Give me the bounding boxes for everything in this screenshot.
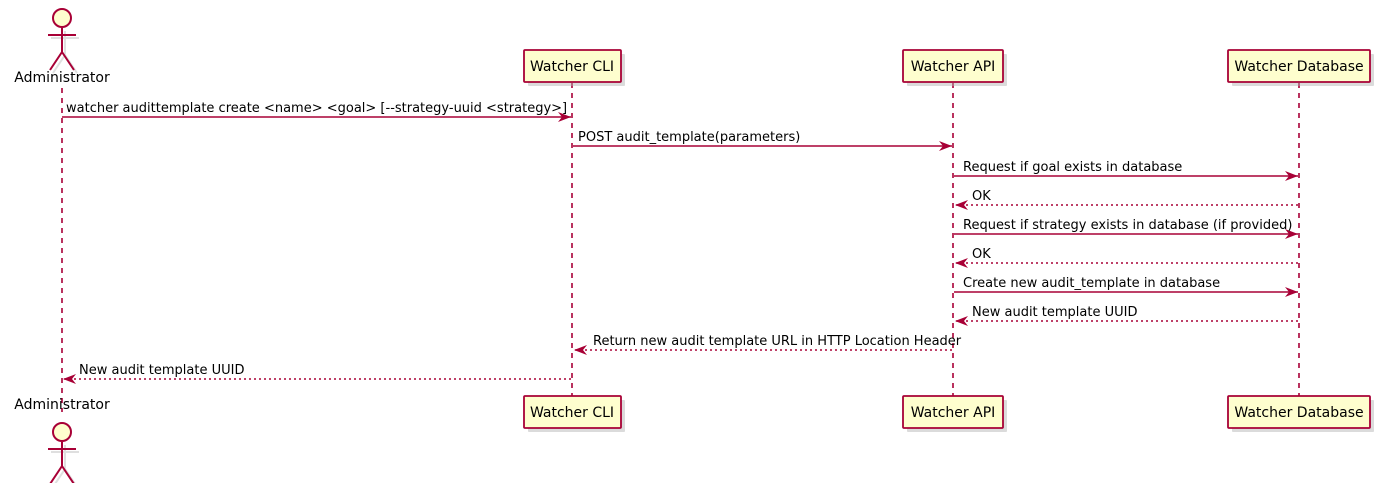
participant-box-watcher_database[interactable]: Watcher Database [1227, 395, 1374, 432]
message-arrowhead-icon [1285, 287, 1298, 297]
message-label: Request if strategy exists in database (… [963, 218, 1292, 233]
message-label: Return new audit template URL in HTTP Lo… [593, 334, 962, 349]
message-label: Request if goal exists in database [963, 160, 1182, 175]
actor-shadow [51, 31, 79, 74]
participant-label: Watcher Database [1234, 59, 1363, 75]
participant-label: Watcher CLI [530, 59, 614, 75]
actor-administrator[interactable]: Administrator [14, 8, 110, 86]
participant-label: Watcher Database [1234, 405, 1363, 421]
message-9[interactable]: New audit template UUID [63, 363, 571, 384]
message-8[interactable]: Return new audit template URL in HTTP Lo… [574, 334, 962, 355]
message-arrowhead-icon [955, 258, 968, 268]
actor-administrator[interactable]: Administrator [14, 397, 110, 483]
message-arrowhead-icon [939, 141, 952, 151]
actor-head-icon [52, 8, 72, 28]
participant-box-watcher_database[interactable]: Watcher Database [1227, 49, 1374, 86]
message-2[interactable]: Request if goal exists in database [954, 160, 1298, 181]
box-rect [1227, 49, 1371, 83]
box-rect [523, 395, 622, 429]
lifelines-group [61, 83, 1300, 412]
message-label: New audit template UUID [79, 363, 244, 378]
box-rect [902, 49, 1004, 83]
message-arrowhead-icon [955, 200, 968, 210]
participant-label: Watcher CLI [530, 405, 614, 421]
actor-head-icon [52, 422, 72, 442]
message-label: New audit template UUID [972, 305, 1137, 320]
message-arrowhead-icon [1285, 229, 1298, 239]
message-label: Create new audit_template in database [963, 276, 1220, 291]
actor-body [48, 28, 76, 71]
message-4[interactable]: Request if strategy exists in database (… [954, 218, 1298, 239]
message-label: watcher audittemplate create <name> <goa… [66, 101, 567, 116]
box-rect [1227, 395, 1371, 429]
message-3[interactable]: OK [955, 189, 1298, 210]
message-7[interactable]: New audit template UUID [955, 305, 1298, 326]
box-rect [523, 49, 622, 83]
message-arrowhead-icon [955, 316, 968, 326]
participant-box-watcher_cli[interactable]: Watcher CLI [523, 395, 625, 432]
participant-box-watcher_cli[interactable]: Watcher CLI [523, 49, 625, 86]
message-5[interactable]: OK [955, 247, 1298, 268]
message-arrowhead-icon [63, 374, 76, 384]
actor-body [48, 442, 76, 483]
actor-label: Administrator [14, 397, 110, 413]
message-1[interactable]: POST audit_template(parameters) [573, 130, 952, 151]
message-6[interactable]: Create new audit_template in database [954, 276, 1298, 297]
box-rect [902, 395, 1004, 429]
message-arrowhead-icon [558, 112, 571, 122]
messages-group: watcher audittemplate create <name> <goa… [62, 101, 1298, 384]
participant-label: Watcher API [911, 59, 996, 75]
message-arrowhead-icon [574, 345, 587, 355]
message-label: OK [972, 247, 991, 262]
message-label: OK [972, 189, 991, 204]
participant-box-watcher_api[interactable]: Watcher API [902, 395, 1007, 432]
actor-label: Administrator [14, 70, 110, 86]
participant-box-watcher_api[interactable]: Watcher API [902, 49, 1007, 86]
participant-label: Watcher API [911, 405, 996, 421]
message-0[interactable]: watcher audittemplate create <name> <goa… [62, 101, 571, 122]
message-label: POST audit_template(parameters) [578, 130, 800, 145]
message-arrowhead-icon [1285, 171, 1298, 181]
